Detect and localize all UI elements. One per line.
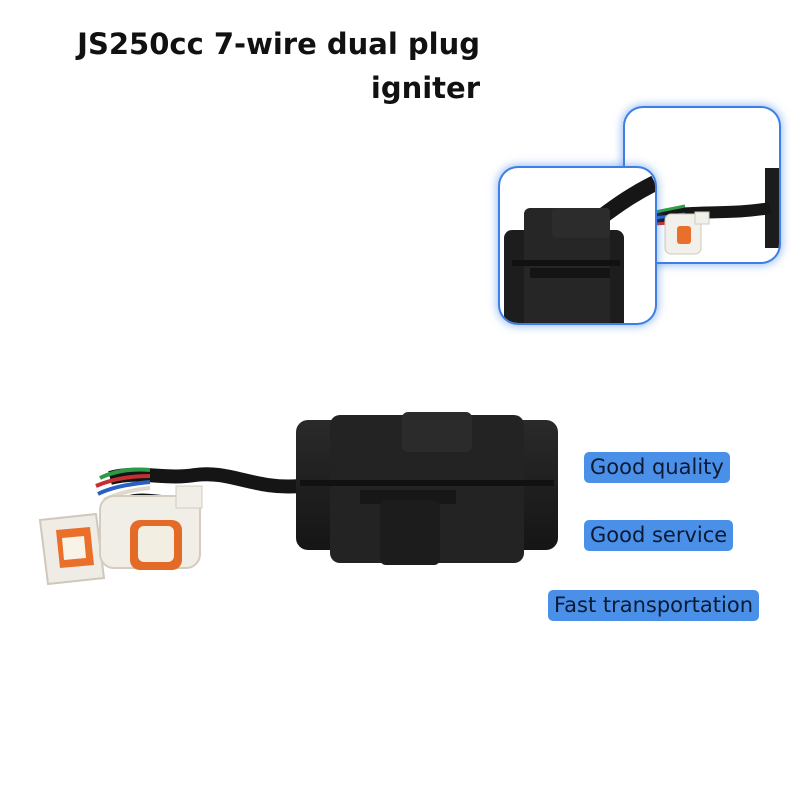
feature-badge-quality: Good quality xyxy=(584,452,730,483)
title-line-2: igniter xyxy=(370,71,480,105)
detail-inset-box xyxy=(500,168,655,323)
box-detail-image xyxy=(504,175,655,323)
feature-badge-service: Good service xyxy=(584,520,734,551)
connector-detail-image xyxy=(643,168,779,255)
feature-badge-transportation: Fast transportation xyxy=(548,590,759,621)
title-line-1: JS250cc 7-wire dual plug xyxy=(77,27,480,61)
